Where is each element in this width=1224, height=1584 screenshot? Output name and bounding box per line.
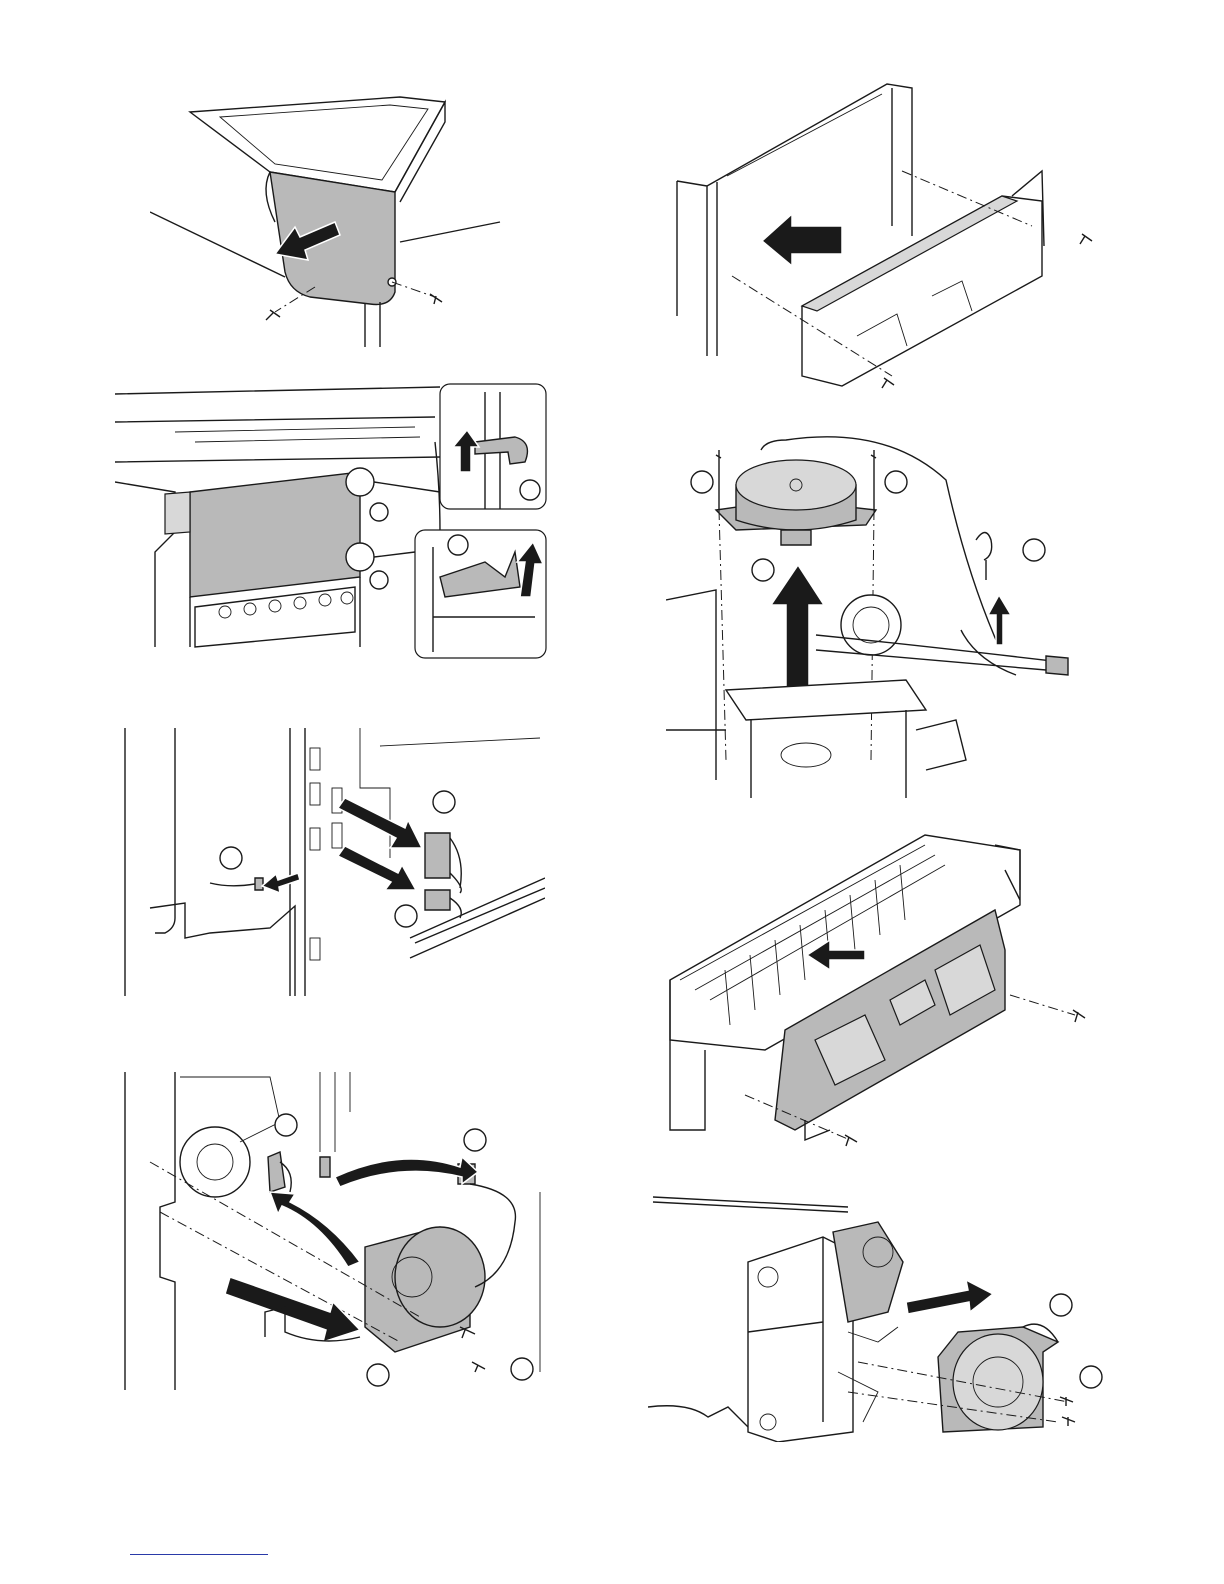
- figure-motor-removal: [120, 1072, 550, 1390]
- figure-unit-removal: [672, 76, 1110, 398]
- footer-rule: [130, 1554, 268, 1555]
- figure-motor-lift: [666, 430, 1078, 798]
- figure-connector-disconnect: [120, 728, 545, 996]
- figure-cover-unit-removal: [665, 830, 1090, 1155]
- figure-cover-hook-release: [115, 382, 550, 662]
- figure-side-motor-removal: [648, 1192, 1116, 1442]
- figure-cover-removal: [150, 92, 505, 347]
